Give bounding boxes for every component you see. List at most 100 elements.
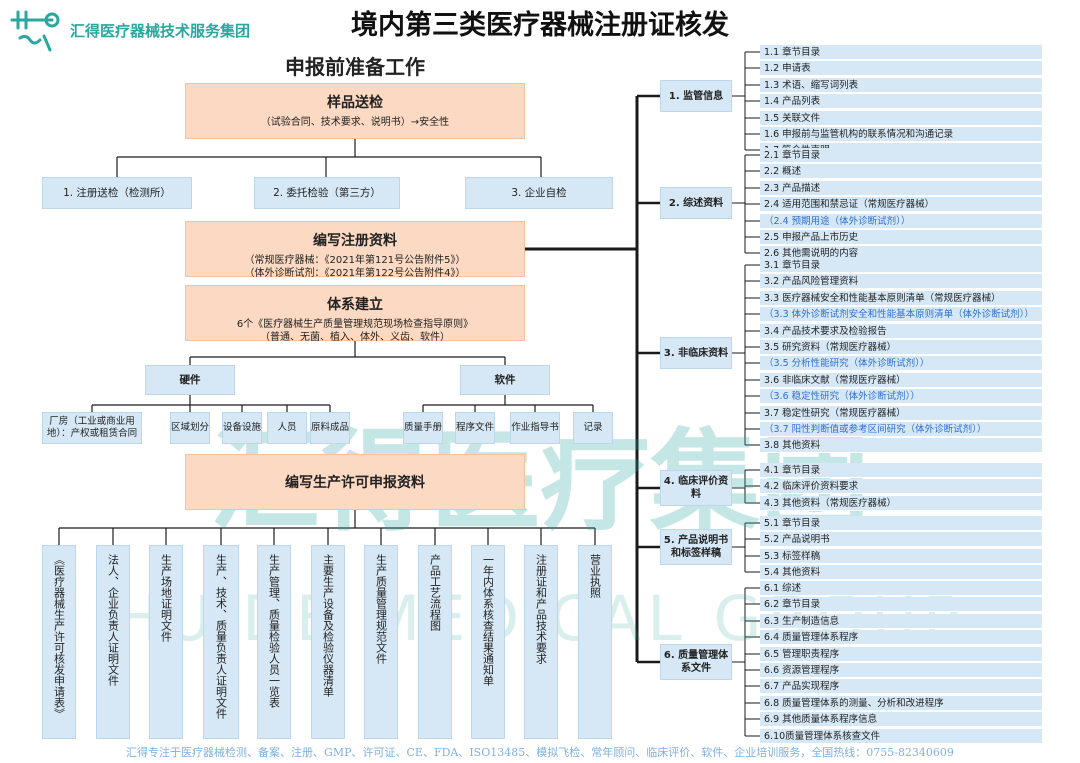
checklist-item: 3.2 产品风险管理资料 [760,274,1042,289]
checklist-item: （3.5 分析性能研究（体外诊断试剂）） [760,356,1042,371]
license-doc-text: 注册证和产品技术要求 [534,554,548,664]
system-line-1: 6个《医疗器械生产质量管理规范现场检查指导原则》 [236,319,474,330]
license-doc-4: 生产、技术、质量负责人证明文件 [203,545,239,739]
page-title: 境内第三类医疗器械注册证核发 [351,10,729,41]
license-doc-text: 生产管理、质量检验人员一览表 [267,554,281,708]
system-title: 体系建立 [327,297,383,313]
checklist-item: 1.3 术语、缩写词列表 [760,78,1042,93]
registration-line-1: （常规医疗器械：《2021年第121号公告附件5》） [244,255,466,266]
registration-title: 编写注册资料 [313,233,397,249]
checklist-item: 2.5 申报产品上市历史 [760,230,1042,245]
checklist-item: 1.1 章节目录 [760,45,1042,60]
checklist-item: 3.7 稳定性研究（常规医疗器械） [760,406,1042,421]
checklist-item: 3.3 医疗器械安全和性能基本原则清单（常规医疗器械） [760,291,1042,306]
software-item-instructions: 作业指导书 [510,412,560,444]
hardware-item-materials: 原料成品 [310,412,350,444]
checklist-item: 6.2 章节目录 [760,597,1042,612]
license-title: 编写生产许可申报资料 [285,475,425,491]
license-doc-10: 注册证和产品技术要求 [524,545,558,739]
test-option-3: 3. 企业自检 [465,177,613,209]
license-doc-3: 生产场地证明文件 [149,545,183,739]
license-doc-5: 生产管理、质量检验人员一览表 [257,545,291,739]
checklist-item: 3.1 章节目录 [760,258,1042,273]
checklist-item: 6.8 质量管理体系的测量、分析和改进程序 [760,696,1042,711]
checklist-item: （3.7 阳性判断值或参考区间研究（体外诊断试剂）） [760,422,1042,437]
license-doc-text: 营业执照 [588,554,602,598]
hardware-item-personnel: 人员 [267,412,307,444]
checklist-item: 2.4 适用范围和禁忌证（常规医疗器械） [760,197,1042,212]
sample-title: 样品送检 [327,95,383,111]
license-doc-text: 生产、技术、质量负责人证明文件 [214,554,228,719]
hardware-item-equipment: 设备设施 [222,412,262,444]
license-doc-6: 主要生产设备及检验仪器清单 [311,545,345,739]
category-regulatory: 1. 监管信息 [660,80,732,112]
license-doc-text: 产品工艺流程图 [428,554,442,631]
checklist-item: 3.4 产品技术要求及检验报告 [760,324,1042,339]
checklist-item: 1.5 关联文件 [760,111,1042,126]
license-doc-text: 法人、企业负责人证明文件 [106,554,120,686]
category-nonclinical: 3. 非临床资料 [660,337,732,369]
system-line-2: （普通、无菌、植入、体外、义齿、软件） [260,332,450,343]
checklist-item: 4.1 章节目录 [760,463,1042,478]
category-overview: 2. 综述资料 [660,187,732,219]
checklist-item: （3.3 体外诊断试剂安全和性能基本原则清单（体外诊断试剂）） [760,307,1042,322]
sample-desc: （试验合同、技术要求、说明书）→安全性 [260,117,450,128]
registration-line-2: （体外诊断试剂：《2021年第122号公告附件4》） [244,268,466,279]
hardware-item-zones: 区域划分 [170,412,210,444]
license-doc-8: 产品工艺流程图 [418,545,452,739]
license-doc-text: 生产场地证明文件 [159,554,173,642]
checklist-item: 6.9 其他质量体系程序信息 [760,712,1042,727]
company-logo: 汇得医疗器械技术服务集团 [8,6,250,54]
license-doc-1: 《医疗器械生产许可核发申请表》 [42,545,76,739]
hardware-label: 硬件 [145,365,235,395]
license-doc-text: 《医疗器械生产许可核发申请表》 [52,554,66,719]
logo-icon [10,10,60,52]
checklist-item: 2.2 概述 [760,164,1042,179]
checklist-item: 4.3 其他资料（常规医疗器械） [760,496,1042,511]
checklist-item: 1.2 申请表 [760,61,1042,76]
checklist-item: 6.6 资源管理程序 [760,663,1042,678]
license-doc-2: 法人、企业负责人证明文件 [96,545,130,739]
sample-box: 样品送检 （试验合同、技术要求、说明书）→安全性 [185,83,525,139]
test-option-1: 1. 注册送检（检测所） [42,177,192,209]
checklist-item: 1.4 产品列表 [760,94,1042,109]
license-doc-11: 营业执照 [578,545,612,739]
checklist-item: 1.6 申报前与监管机构的联系情况和沟通记录 [760,127,1042,142]
checklist-item: 3.5 研究资料（常规医疗器械） [760,340,1042,355]
checklist-item: 6.1 综述 [760,581,1042,596]
checklist-item: 6.3 生产制造信息 [760,614,1042,629]
checklist-item: 3.8 其他资料 [760,438,1042,453]
license-doc-7: 生产质量管理规范文件 [364,545,398,739]
checklist-item: 6.7 产品实现程序 [760,679,1042,694]
category-clinical: 4. 临床评价资料 [660,470,732,506]
checklist-item: 2.1 章节目录 [760,148,1042,163]
category-quality-system: 6. 质量管理体系文件 [660,644,732,680]
software-item-procedures: 程序文件 [455,412,495,444]
software-item-records: 记录 [573,412,613,444]
checklist-item: 5.1 章节目录 [760,516,1042,531]
logo-text: 汇得医疗器械技术服务集团 [70,22,251,40]
license-doc-9: 一年内体系核查结果通知单 [471,545,505,739]
license-doc-text: 主要生产设备及检验仪器清单 [321,554,335,697]
hardware-item-plant: 厂房（工业或商业用地）：产权或租赁合同 [42,412,142,444]
checklist-item: 6.10质量管理体系核查文件 [760,729,1042,744]
license-doc-text: 生产质量管理规范文件 [374,554,388,664]
system-box: 体系建立 6个《医疗器械生产质量管理规范现场检查指导原则》 （普通、无菌、植入、… [185,285,525,343]
checklist-item: 5.4 其他资料 [760,565,1042,580]
section-title: 申报前准备工作 [285,55,425,79]
test-option-2: 2. 委托检验（第三方） [254,177,400,209]
checklist-item: 5.3 标签样稿 [760,549,1042,564]
checklist-item: （3.6 稳定性研究（体外诊断试剂）） [760,389,1042,404]
category-labeling: 5. 产品说明书和标签样稿 [660,529,732,565]
checklist-item: 2.3 产品描述 [760,181,1042,196]
checklist-item: 5.2 产品说明书 [760,532,1042,547]
footer-contact: 汇得专注于医疗器械检测、备案、注册、GMP、许可证、CE、FDA、ISO1348… [126,746,954,759]
checklist-item: 6.4 质量管理体系程序 [760,630,1042,645]
software-label: 软件 [460,365,550,395]
license-box: 编写生产许可申报资料 [185,454,525,510]
checklist-item: 6.5 管理职责程序 [760,647,1042,662]
checklist-item: 3.6 非临床文献（常规医疗器械） [760,373,1042,388]
checklist-item: 4.2 临床评价资料要求 [760,479,1042,494]
software-item-manual: 质量手册 [403,412,443,444]
